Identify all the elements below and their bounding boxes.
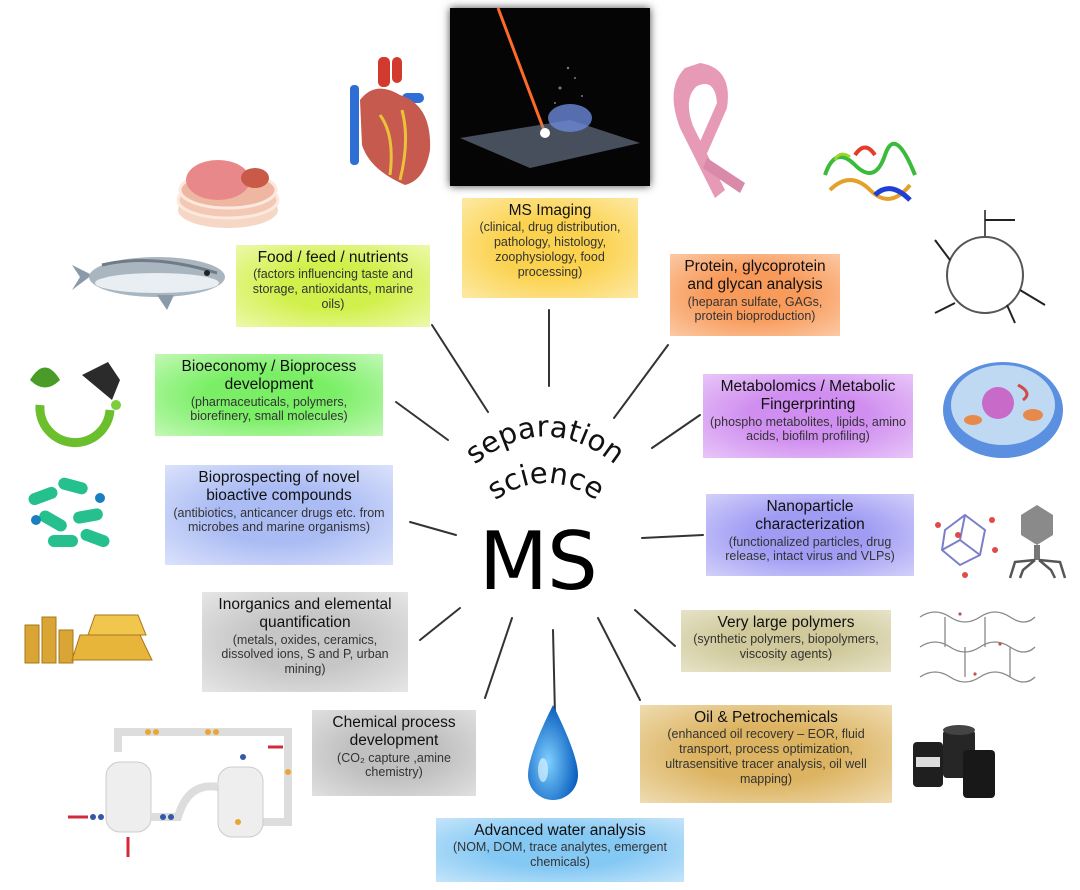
box-oil: Oil & Petrochemicals (enhanced oil recov… bbox=[640, 705, 892, 803]
box-subtitle: (heparan sulfate, GAGs, protein bioprodu… bbox=[687, 294, 823, 324]
co2-capture-process-image bbox=[68, 728, 292, 857]
box-title: Protein, glycoprotein and glycan analysi… bbox=[684, 258, 826, 294]
box-subtitle: (metals, oxides, ceramics, dissolved ion… bbox=[221, 632, 389, 677]
box-title: MS Imaging bbox=[508, 202, 592, 219]
box-protein: Protein, glycoprotein and glycan analysi… bbox=[670, 254, 840, 336]
nanoparticle-molecule-image bbox=[935, 513, 998, 578]
connector-polymers bbox=[634, 609, 676, 647]
center-ms-text: MS bbox=[479, 515, 598, 608]
box-bioeconomy: Bioeconomy / Bioprocess development (pha… bbox=[155, 354, 383, 436]
connector-metabolomics bbox=[651, 414, 701, 449]
virus-phage-image bbox=[1008, 505, 1067, 579]
connector-bioprospecting bbox=[409, 521, 457, 536]
box-food: Food / feed / nutrients (factors influen… bbox=[236, 245, 430, 327]
biofuel-pump-image bbox=[30, 362, 121, 448]
connector-water bbox=[552, 629, 556, 716]
box-metabolomics: Metabolomics / Metabolic Fingerprinting … bbox=[703, 374, 913, 458]
box-title: Oil & Petrochemicals bbox=[694, 709, 838, 726]
box-subtitle: (enhanced oil recovery – EOR, fluid tran… bbox=[665, 727, 867, 786]
box-subtitle: (antibiotics, anticancer drugs etc. from… bbox=[173, 505, 385, 535]
box-nanoparticle: Nanoparticle characterization (functiona… bbox=[706, 494, 914, 576]
heart-image bbox=[350, 57, 431, 185]
box-subtitle: (pharmaceuticals, polymers, biorefinery,… bbox=[190, 394, 348, 424]
connector-protein bbox=[613, 344, 669, 419]
box-ms-imaging: MS Imaging (clinical, drug distribution,… bbox=[462, 198, 638, 298]
box-inorganics: Inorganics and elemental quantification … bbox=[202, 592, 408, 692]
protein-structure-image bbox=[823, 141, 917, 202]
water-drop-image bbox=[528, 705, 578, 800]
gold-bars-coins-image bbox=[24, 614, 153, 664]
cell-image bbox=[943, 362, 1063, 458]
connector-chemical bbox=[484, 617, 513, 699]
box-bioprospecting: Bioprospecting of novel bioactive compou… bbox=[165, 465, 393, 565]
box-title: Inorganics and elemental quantification bbox=[218, 596, 392, 632]
box-chemical: Chemical process development (CO₂ captur… bbox=[312, 710, 476, 796]
box-title: Chemical process development bbox=[332, 714, 456, 750]
box-title: Bioprospecting of novel bioactive compou… bbox=[198, 469, 360, 505]
box-title: Metabolomics / Metabolic Fingerprinting bbox=[720, 378, 896, 414]
connector-oil bbox=[597, 617, 641, 701]
center-science-text: science bbox=[481, 456, 611, 507]
laser-imaging-image bbox=[450, 8, 650, 186]
box-water: Advanced water analysis (NOM, DOM, trace… bbox=[436, 818, 684, 882]
box-subtitle: (CO₂ capture ,amine chemistry) bbox=[337, 750, 451, 780]
box-title: Nanoparticle characterization bbox=[755, 498, 865, 534]
box-subtitle: (synthetic polymers, biopolymers, viscos… bbox=[693, 632, 879, 662]
capsules-image bbox=[28, 477, 110, 548]
box-subtitle: (factors influencing taste and storage, … bbox=[252, 267, 414, 311]
oil-barrels-image bbox=[913, 725, 995, 798]
polymer-network-image bbox=[919, 611, 1036, 683]
box-polymers: Very large polymers (synthetic polymers,… bbox=[681, 610, 891, 672]
meat-slices-image bbox=[176, 160, 280, 228]
box-subtitle: (functionalized particles, drug release,… bbox=[725, 534, 895, 564]
salmon-fish-image bbox=[72, 257, 225, 310]
metabolic-cycle-image bbox=[934, 210, 1046, 324]
connector-food bbox=[431, 324, 489, 413]
box-title: Advanced water analysis bbox=[474, 822, 646, 839]
box-title: Food / feed / nutrients bbox=[257, 249, 409, 266]
box-subtitle: (phospho metabolites, lipids, amino acid… bbox=[710, 414, 906, 444]
connector-nanoparticle bbox=[641, 534, 704, 539]
box-subtitle: (clinical, drug distribution, pathology,… bbox=[479, 220, 621, 279]
connector-bioeconomy bbox=[395, 401, 449, 441]
box-title: Bioeconomy / Bioprocess development bbox=[181, 358, 357, 394]
pink-ribbon-image bbox=[673, 63, 745, 198]
box-title: Very large polymers bbox=[717, 614, 855, 631]
connector-inorganics bbox=[419, 607, 461, 641]
box-subtitle: (NOM, DOM, trace analytes, emergent chem… bbox=[453, 840, 667, 870]
